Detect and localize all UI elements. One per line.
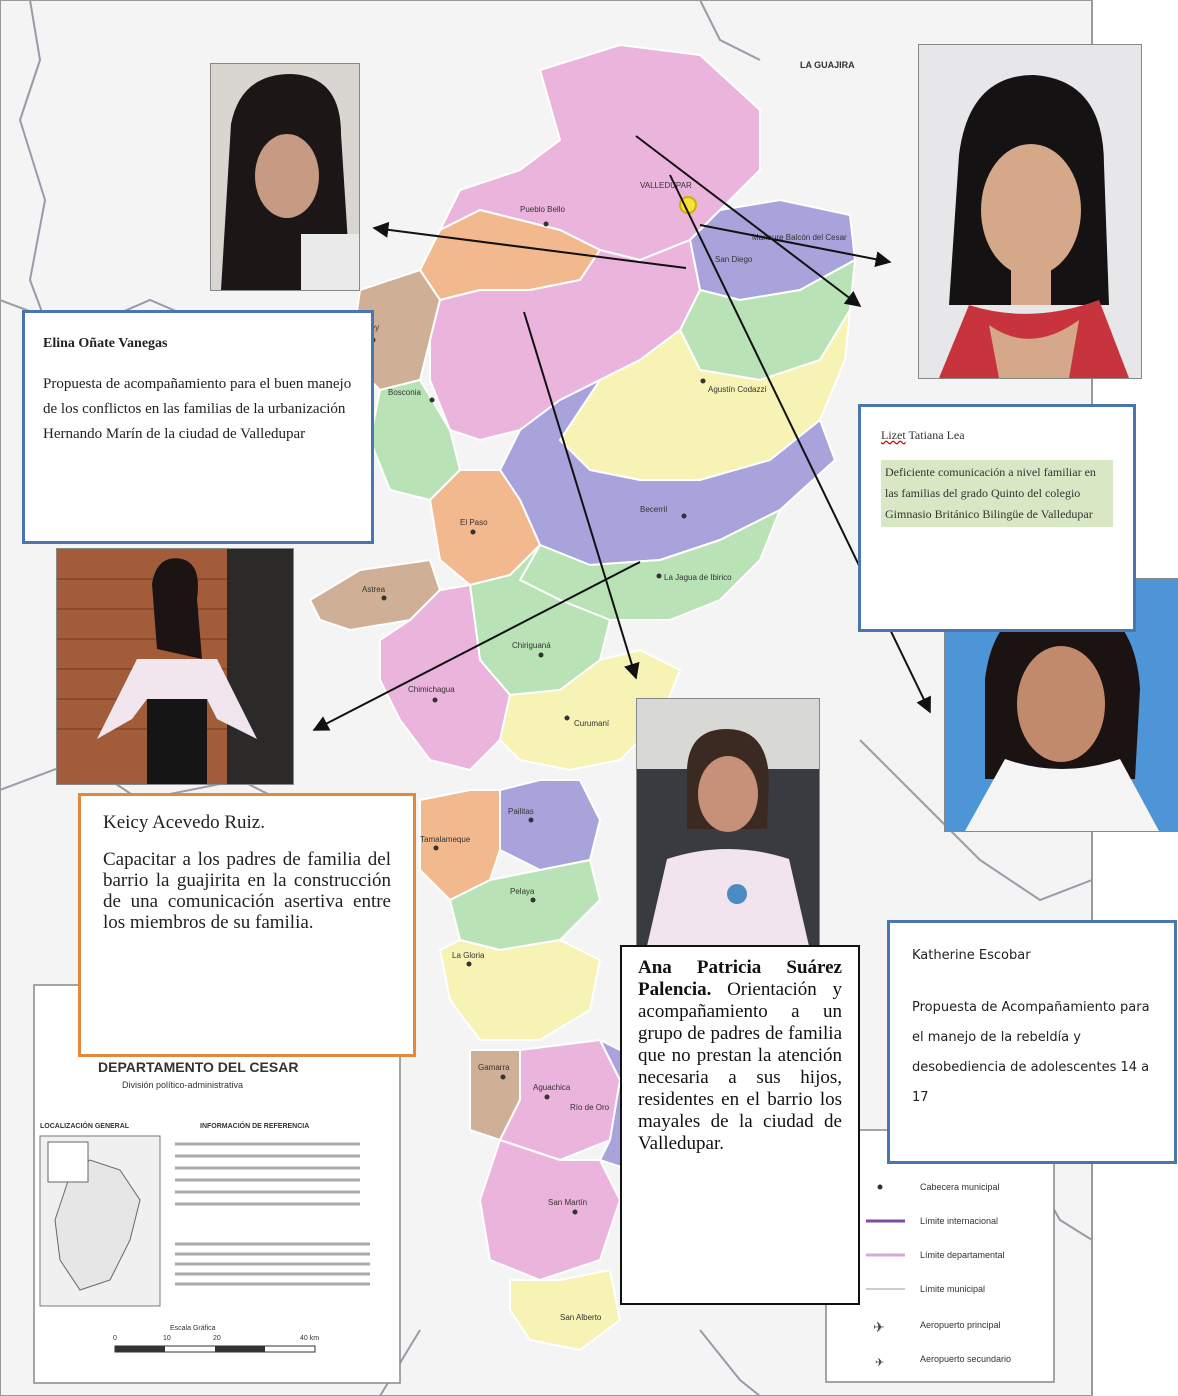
card-ana-name: Ana Patricia Suárez Palencia. <box>638 957 842 1000</box>
photo-katherine <box>944 578 1178 832</box>
municipality-label: La Jagua de Ibirico <box>664 573 732 582</box>
svg-text:✈: ✈ <box>875 1357 884 1369</box>
region-la-gloria <box>439 939 601 1041</box>
scale-tick: 0 <box>113 1335 117 1342</box>
legend-title: DEPARTAMENTO DEL CESAR <box>98 1059 298 1075</box>
scale-label: Escala Gráfica <box>170 1325 216 1332</box>
legend-item: Límite municipal <box>920 1284 985 1294</box>
card-ana: Ana Patricia Suárez Palencia. Orientació… <box>620 945 860 1305</box>
legend-item: Cabecera municipal <box>920 1182 1000 1192</box>
municipality-label: Bosconia <box>388 388 421 397</box>
municipality-label: El Paso <box>460 518 488 527</box>
card-keicy-name: Keicy Acevedo Ruiz. <box>103 812 265 833</box>
svg-text:✈: ✈ <box>873 1321 885 1336</box>
card-lizet-name: Lizet Tatiana Lea <box>881 425 1113 446</box>
legend-item: Límite departamental <box>920 1250 1005 1260</box>
municipality-label: Río de Oro <box>570 1103 610 1112</box>
municipality-label: Becerril <box>640 505 667 514</box>
card-ana-description: Orientación y acompañamiento a un grupo … <box>638 979 842 1154</box>
municipality-label: Agustín Codazzi <box>708 385 766 394</box>
municipality-label: Pailitas <box>508 807 534 816</box>
card-katherine: Katherine Escobar Propuesta de Acompañam… <box>887 920 1177 1164</box>
region-tamalameque <box>419 789 501 901</box>
card-katherine-description: Propuesta de Acompañamiento para el mane… <box>912 1000 1150 1105</box>
card-lizet: Lizet Tatiana Lea Deficiente comunicació… <box>858 404 1136 632</box>
card-lizet-description: Deficiente comunicación a nivel familiar… <box>881 460 1113 527</box>
municipality-label: San Alberto <box>560 1313 602 1322</box>
card-lizet-name-rest: Tatiana Lea <box>905 428 965 442</box>
municipality-label: Curumaní <box>574 719 610 728</box>
card-elina-name: Elina Oñate Vanegas <box>43 336 168 351</box>
municipality-label: Chimichagua <box>408 685 455 694</box>
municipality-label: Astrea <box>362 585 386 594</box>
region-label: LA GUAJIRA <box>800 60 855 70</box>
municipality-label: Tamalameque <box>420 835 471 844</box>
map-symbol-legend: Cabecera municipal Límite internacional … <box>825 1129 1055 1383</box>
card-keicy: Keicy Acevedo Ruiz. Capacitar a los padr… <box>78 793 416 1057</box>
photo-keicy <box>56 548 294 785</box>
municipality-label: San Diego <box>715 255 753 264</box>
legend-item: Límite internacional <box>920 1216 998 1226</box>
scale-tick: 40 km <box>300 1335 319 1342</box>
legend-item: Aeropuerto principal <box>920 1320 1001 1330</box>
card-elina: Elina Oñate Vanegas Propuesta de acompañ… <box>22 310 374 544</box>
capital-label: VALLEDUPAR <box>640 181 692 190</box>
card-katherine-name: Katherine Escobar <box>912 948 1031 963</box>
legend-subtitle: División político-administrativa <box>122 1080 243 1090</box>
municipality-label: La Gloria <box>452 951 485 960</box>
scale-tick: 20 <box>213 1335 221 1342</box>
card-elina-description: Propuesta de acompañamiento para el buen… <box>43 376 352 442</box>
municipality-label: Gamarra <box>478 1063 510 1072</box>
municipality-label: San Martín <box>548 1198 587 1207</box>
photo-lizet <box>918 44 1142 379</box>
legend-location-heading: LOCALIZACIÓN GENERAL <box>40 1121 130 1130</box>
region-san-alberto <box>509 1269 621 1351</box>
municipality-label: Manaure Balcón del Cesar <box>752 233 847 242</box>
region-san-martin <box>479 1139 621 1281</box>
municipality-label: Chiriguaná <box>512 641 551 650</box>
photo-elina <box>210 63 360 291</box>
legend-reference-heading: INFORMACIÓN DE REFERENCIA <box>200 1121 309 1130</box>
municipality-label: Pueblo Bello <box>520 205 565 214</box>
scale-tick: 10 <box>163 1335 171 1342</box>
municipality-label: Aguachica <box>533 1083 571 1092</box>
card-lizet-name-underlined: Lizet <box>881 428 906 442</box>
photo-ana <box>636 698 820 947</box>
card-keicy-description: Capacitar a los padres de familia del ba… <box>103 849 391 933</box>
region-pailitas <box>499 779 601 871</box>
municipality-label: Pelaya <box>510 887 535 896</box>
legend-item: Aeropuerto secundario <box>920 1354 1011 1364</box>
